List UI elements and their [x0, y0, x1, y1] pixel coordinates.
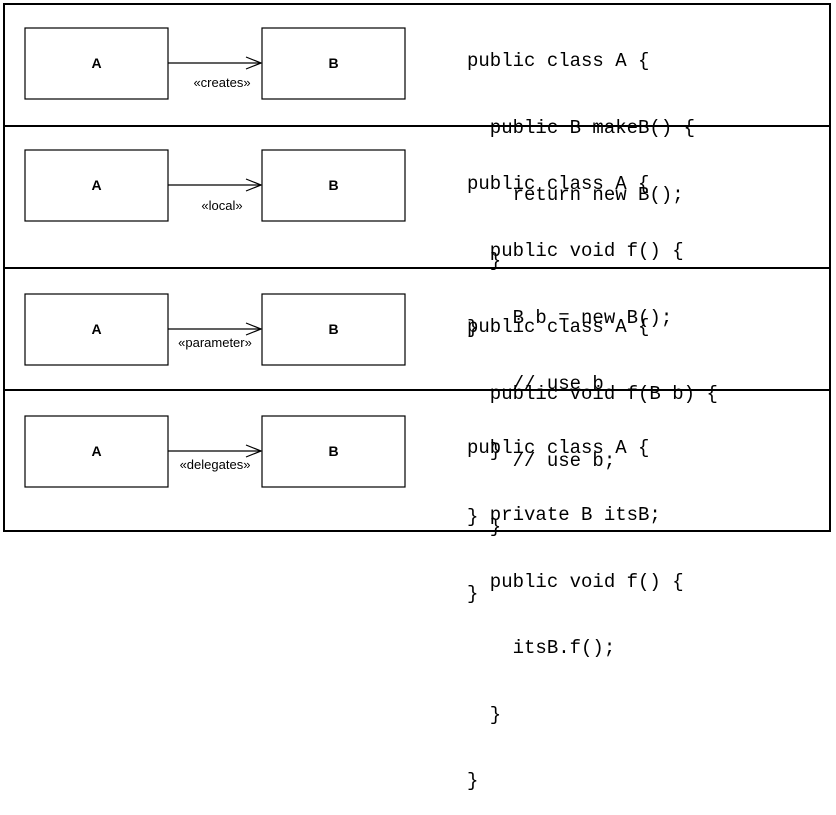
class-b-label: B [328, 321, 338, 337]
arrowhead-icon [245, 178, 263, 192]
class-a-label: A [91, 55, 101, 71]
class-box-b [261, 27, 406, 100]
code-line: public class A { [467, 50, 650, 73]
diagram-parameter: A B «parameter» [24, 293, 406, 366]
class-a-label: A [91, 321, 101, 337]
code-line: } [467, 770, 479, 793]
code-line: private B itsB; [467, 504, 661, 526]
class-box-b [261, 415, 406, 488]
code-line: } [467, 506, 479, 529]
code-line: } [467, 439, 502, 462]
row-divider [3, 389, 831, 391]
class-b-label: B [328, 177, 338, 193]
class-b-label: B [328, 443, 338, 459]
code-listing-delegates: public class A { private B itsB; public … [467, 393, 684, 815]
code-line: return new B(); [467, 183, 684, 206]
code-line: } [467, 703, 502, 726]
code-line: public class A { [467, 173, 650, 196]
code-line: } [467, 250, 502, 273]
stereotype-label: «local» [201, 198, 242, 213]
code-line: } [467, 316, 479, 339]
arrowhead-icon [245, 322, 263, 336]
diagram-local: A B «local» [24, 149, 406, 222]
code-line: public void f() { [467, 570, 684, 593]
class-a-label: A [91, 443, 101, 459]
arrowhead-icon [245, 444, 263, 458]
code-line: itsB.f(); [467, 637, 616, 660]
diagram-creates: A B «creates» [24, 27, 406, 100]
stereotype-label: «delegates» [180, 457, 251, 472]
row-divider [3, 125, 831, 127]
code-line: public void f() { [467, 240, 684, 262]
class-box-b [261, 149, 406, 222]
code-listing-local: public class A { public void f() { B b =… [467, 129, 684, 551]
code-line: public class A { [467, 437, 650, 460]
row-divider [3, 267, 831, 269]
class-b-label: B [328, 55, 338, 71]
class-box-b [261, 293, 406, 366]
code-line: } [467, 516, 502, 539]
code-line: public class A { [467, 316, 650, 339]
code-line: // use b [467, 373, 604, 396]
arrowhead-icon [245, 56, 263, 70]
class-a-label: A [91, 177, 101, 193]
code-line: // use b; [467, 449, 616, 472]
code-line: B b = new B(); [467, 306, 673, 329]
stereotype-label: «creates» [193, 75, 250, 90]
code-listing-creates: public class A { public B makeB() { retu… [467, 6, 695, 361]
code-listing-parameter: public class A { public void f(B b) { //… [467, 272, 718, 627]
code-line: public void f(B b) { [467, 383, 718, 405]
code-line: public B makeB() { [467, 117, 696, 139]
uml-diagrams: A B «creates» A B «local» A B «parameter… [24, 27, 406, 488]
stereotype-label: «parameter» [178, 335, 252, 350]
diagram-delegates: A B «delegates» [24, 415, 406, 488]
